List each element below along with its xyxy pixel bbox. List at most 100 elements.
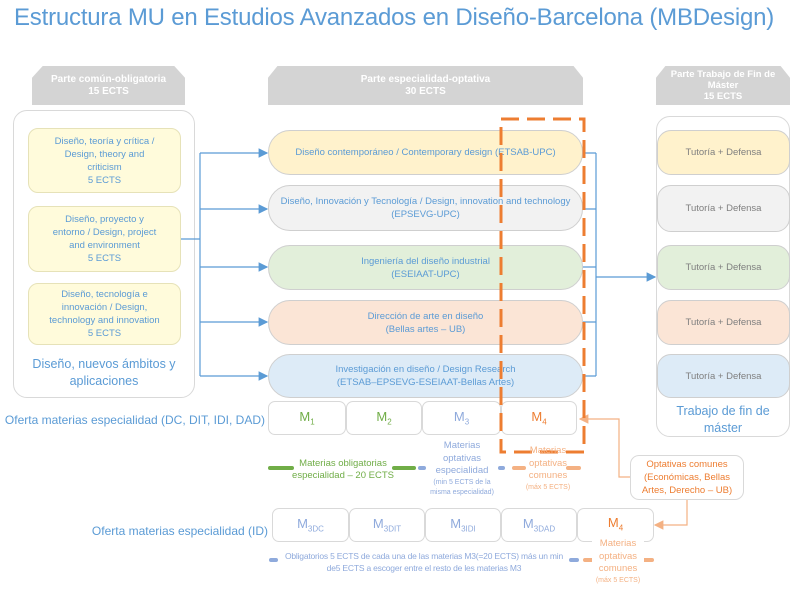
note-line: optativas xyxy=(442,452,482,464)
header-tfm-title: Parte Trabajo de Fin de xyxy=(670,69,776,80)
header-specialty: Parte especialidad-optativa 30 ECTS xyxy=(268,66,583,105)
header-tfm-ects: 15 ECTS xyxy=(703,91,743,102)
subject-label: M3 xyxy=(453,409,470,427)
subject-label: M1 xyxy=(299,409,315,427)
specialty-industrial: Ingeniería del diseño industrial(ESEIAAT… xyxy=(268,245,583,290)
caption-line: aplicaciones xyxy=(69,374,139,388)
connector-line xyxy=(181,153,201,376)
tfm-box: Tutoría + Defensa xyxy=(657,245,790,290)
subject-m3dit: M3DIT xyxy=(349,508,425,542)
note-line: (máx 5 ECTS) xyxy=(525,483,571,491)
module-ects: 5 ECTS xyxy=(87,253,122,264)
specialty-contemporary: Diseño contemporáneo / Contemporary desi… xyxy=(268,130,583,175)
common-module: Diseño, teoría y crítica /Design, theory… xyxy=(28,128,181,193)
note-line: optativas xyxy=(528,457,568,469)
row2-label: Oferta materias especialidad (ID) xyxy=(91,524,268,538)
box-line: (Económicas, Bellas xyxy=(643,472,731,483)
module-line: innovación / Design, xyxy=(61,302,148,313)
header-specialty-title: Parte especialidad-optativa xyxy=(360,73,491,85)
tfm-label: Tutoría + Defensa xyxy=(685,370,762,382)
row1-label: Oferta materias especialidad (DC, DIT, I… xyxy=(4,413,265,427)
tfm-label: Tutoría + Defensa xyxy=(685,262,762,273)
header-common: Parte común-obligatoria 15 ECTS xyxy=(32,66,185,105)
header-specialty-ects: 30 ECTS xyxy=(405,85,446,97)
subject-label: M3DC xyxy=(297,516,324,534)
subject-m3dc: M3DC xyxy=(272,508,349,542)
module-line: Diseño, tecnología e xyxy=(61,289,148,300)
subject-m3: M3 xyxy=(422,401,501,435)
specialty-art-direction: Dirección de arte en diseño(Bellas artes… xyxy=(268,300,583,345)
note-line: Obligatorios 5 ECTS de cada una de las m… xyxy=(284,551,563,561)
header-tfm: Parte Trabajo de Fin de Máster 15 ECTS xyxy=(656,66,790,105)
note-line: especialidad xyxy=(435,465,489,476)
box-line: Optativas comunes xyxy=(646,459,728,470)
box-line: Artes, Derecho – UB) xyxy=(641,485,733,496)
module-line: and environment xyxy=(69,240,140,251)
module-line: Diseño, teoría y crítica / xyxy=(54,135,155,147)
specialty-research: Investigación en diseño / Design Researc… xyxy=(268,354,583,398)
caption-line: Diseño, nuevos ámbitos y xyxy=(32,357,176,371)
note-line: Materias xyxy=(599,538,637,549)
note-line: Materias obligatorias xyxy=(299,458,387,469)
subject-label: M3DIT xyxy=(372,516,402,534)
tfm-label: Tutoría + Defensa xyxy=(685,317,762,328)
module-line: technology and innovation xyxy=(49,315,160,326)
module-line: Design, theory and xyxy=(64,148,145,160)
specialty-innovation: Diseño, Innovación y Tecnología / Design… xyxy=(268,185,583,231)
subject-m1: M1 xyxy=(268,401,346,435)
specialty-name: Ingeniería del diseño industrial xyxy=(361,255,490,267)
tfm-box: Tutoría + Defensa xyxy=(657,130,790,175)
module-line: Diseño, proyecto y xyxy=(65,214,144,225)
arrow xyxy=(578,414,630,478)
subject-label: M4 xyxy=(607,515,624,533)
common-module: Diseño, tecnología e innovación / Design,… xyxy=(28,283,181,345)
note-line: (min 5 ECTS de la xyxy=(433,478,491,486)
subject-m4: M4 xyxy=(577,508,654,542)
caption-line: Trabajo de fin de xyxy=(676,404,770,418)
specialty-school: (Bellas artes – UB) xyxy=(385,323,466,335)
header-common-ects: 15 ECTS xyxy=(88,85,129,97)
module-ects: 5 ECTS xyxy=(87,174,122,186)
tfm-box: Tutoría + Defensa xyxy=(657,354,790,398)
note-line: optativas xyxy=(598,550,638,562)
module-ects: 5 ECTS xyxy=(87,328,122,339)
note-line: comunes xyxy=(528,470,568,481)
specialty-school: (ETSAB–EPSEVG-ESEIAAT-Bellas Artes) xyxy=(336,377,515,388)
subject-m3idi: M3IDI xyxy=(425,508,501,542)
note-line: Materias xyxy=(529,445,567,456)
note-line: de5 ECTS a escoger entre el resto de les… xyxy=(326,562,522,573)
tfm-label: Tutoría + Defensa xyxy=(685,203,762,214)
note-line: (máx 5 ECTS) xyxy=(595,576,641,584)
module-line: entorno / Design, project xyxy=(52,227,157,238)
specialty-name: Diseño contemporáneo / Contemporary desi… xyxy=(295,147,556,158)
subject-m3dad: M3DAD xyxy=(501,508,577,542)
specialty-name: Dirección de arte en diseño xyxy=(367,310,484,322)
connector-line xyxy=(583,152,597,377)
specialty-school: (EPSEVG-UPC) xyxy=(391,209,460,220)
note-line: misma especialidad) xyxy=(430,488,494,496)
footnote: Obligatorios 5 ECTS de cada una de las m… xyxy=(276,551,572,574)
specialty-name: Investigación en diseño / Design Researc… xyxy=(335,364,516,375)
subject-label: M2 xyxy=(376,409,392,427)
common-module: Diseño, proyecto y entorno / Design, proj… xyxy=(28,206,181,272)
subject-label: M4 xyxy=(531,409,547,427)
note-line: Materias xyxy=(443,440,481,451)
note-line: especialidad – 20 ECTS xyxy=(292,469,394,481)
module-line: criticism xyxy=(87,161,122,173)
tfm-label: Tutoría + Defensa xyxy=(685,147,762,158)
header-tfm-title-2: Máster xyxy=(707,80,739,91)
subject-label: M3IDI xyxy=(450,516,476,534)
subject-label: M3DAD xyxy=(522,516,556,534)
specialty-name: Diseño, Innovación y Tecnología / Design… xyxy=(280,196,571,207)
page-title: Estructura MU en Estudios Avanzados en D… xyxy=(14,4,775,31)
subject-m4: M4 xyxy=(501,401,577,435)
header-common-title: Parte común-obligatoria xyxy=(50,73,166,85)
